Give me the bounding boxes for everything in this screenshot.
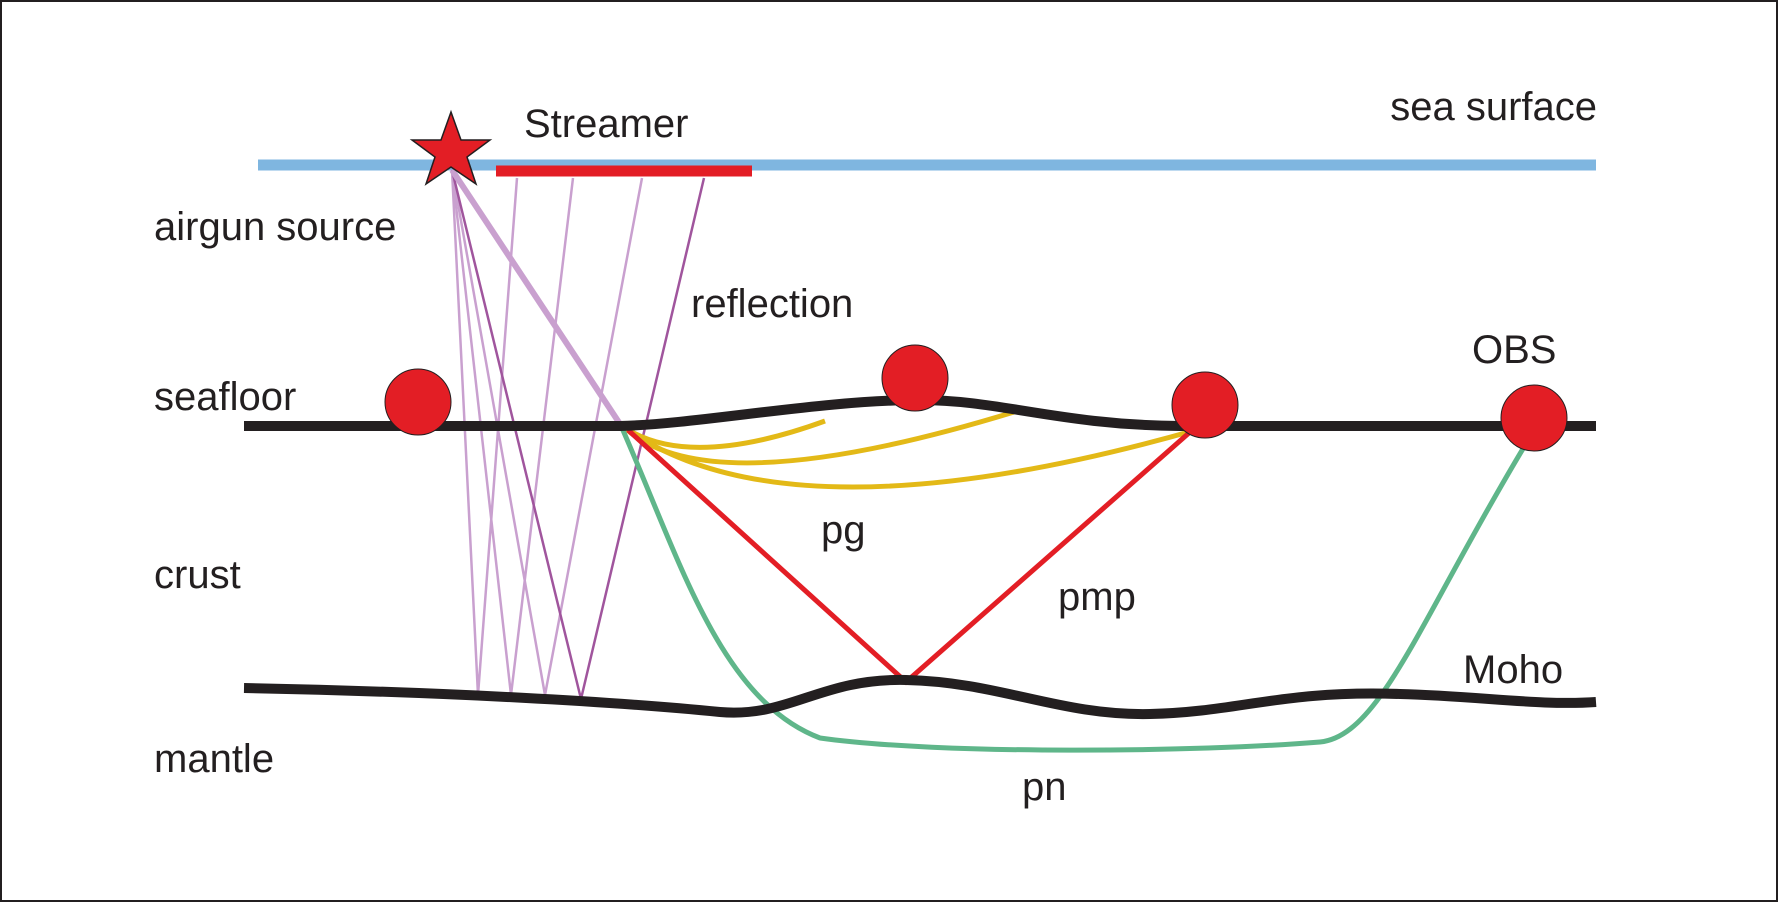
obs-circle-icon [384,368,452,436]
moho-line [243,674,1597,720]
pg-ray [623,425,1197,490]
direct-ray [449,168,625,429]
pg-rays [623,409,1197,490]
obs-circle-icon [1171,371,1239,439]
pn-ray [619,426,1527,753]
label-airgun-source: airgun source [154,205,396,249]
label-moho: Moho [1463,648,1563,692]
obs-receivers [384,344,1568,452]
label-seafloor: seafloor [154,375,296,419]
label-sea-surface: sea surface [1390,85,1597,129]
label-pg: pg [821,508,866,552]
label-mantle: mantle [154,737,274,781]
label-streamer: Streamer [524,102,689,146]
label-crust: crust [154,553,241,597]
label-pmp: pmp [1058,575,1136,619]
label-obs: OBS [1472,328,1556,372]
star-icon [409,109,493,186]
label-reflection: reflection [691,282,853,326]
obs-circle-icon [1500,384,1568,452]
obs-circle-icon [881,344,949,412]
label-pn: pn [1022,765,1067,809]
